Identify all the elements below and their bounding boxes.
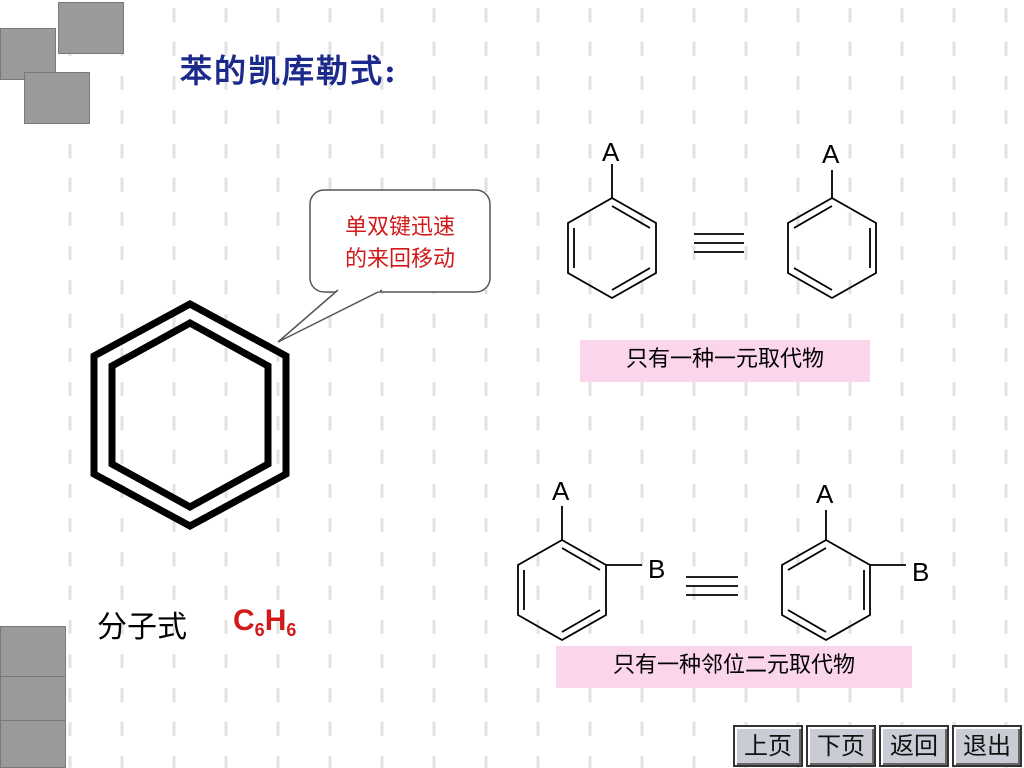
formula-subscript: 6 bbox=[254, 620, 265, 640]
page-title: 苯的凯库勒式: bbox=[180, 52, 398, 90]
molecule-thumbnail bbox=[0, 28, 56, 80]
mono-benzene-left bbox=[567, 164, 657, 300]
substituent-label: A bbox=[822, 139, 840, 169]
kekule-benzene bbox=[90, 300, 290, 530]
substituent-label: B bbox=[912, 557, 929, 587]
next-page-button[interactable]: 下页 bbox=[806, 725, 876, 767]
molecular-formula: C6H6 bbox=[233, 604, 296, 641]
formula-element: C bbox=[233, 604, 255, 637]
molecule-thumbnail bbox=[0, 676, 66, 728]
formula-element: H bbox=[264, 604, 287, 637]
substituent-label: B bbox=[648, 554, 665, 584]
molecule-thumbnail bbox=[24, 72, 90, 124]
formula-label: 分子式 bbox=[97, 610, 187, 645]
prev-page-button[interactable]: 上页 bbox=[733, 725, 803, 767]
ortho-substitution-caption: 只有一种邻位二元取代物 bbox=[556, 646, 912, 688]
substituent-label: A bbox=[552, 476, 570, 506]
callout-line: 的来回移动 bbox=[344, 247, 455, 272]
equivalence-sign bbox=[686, 576, 738, 596]
substituent-label: A bbox=[816, 479, 834, 509]
ortho-benzene-right bbox=[781, 510, 906, 642]
ortho-benzene-left bbox=[517, 506, 642, 642]
mono-substitution-caption: 只有一种一元取代物 bbox=[580, 340, 870, 382]
exit-button[interactable]: 退出 bbox=[952, 725, 1022, 767]
equivalence-sign bbox=[694, 233, 744, 253]
molecule-thumbnail bbox=[0, 626, 66, 678]
callout-text: 单双键迅速 的来回移动 bbox=[318, 212, 482, 276]
mono-benzene-right bbox=[787, 170, 877, 300]
formula-subscript: 6 bbox=[286, 620, 297, 640]
back-button[interactable]: 返回 bbox=[879, 725, 949, 767]
callout-bubble bbox=[277, 189, 491, 343]
callout-line: 单双键迅速 bbox=[344, 215, 455, 240]
substituent-label: A bbox=[602, 137, 620, 167]
molecule-thumbnail bbox=[58, 2, 124, 54]
